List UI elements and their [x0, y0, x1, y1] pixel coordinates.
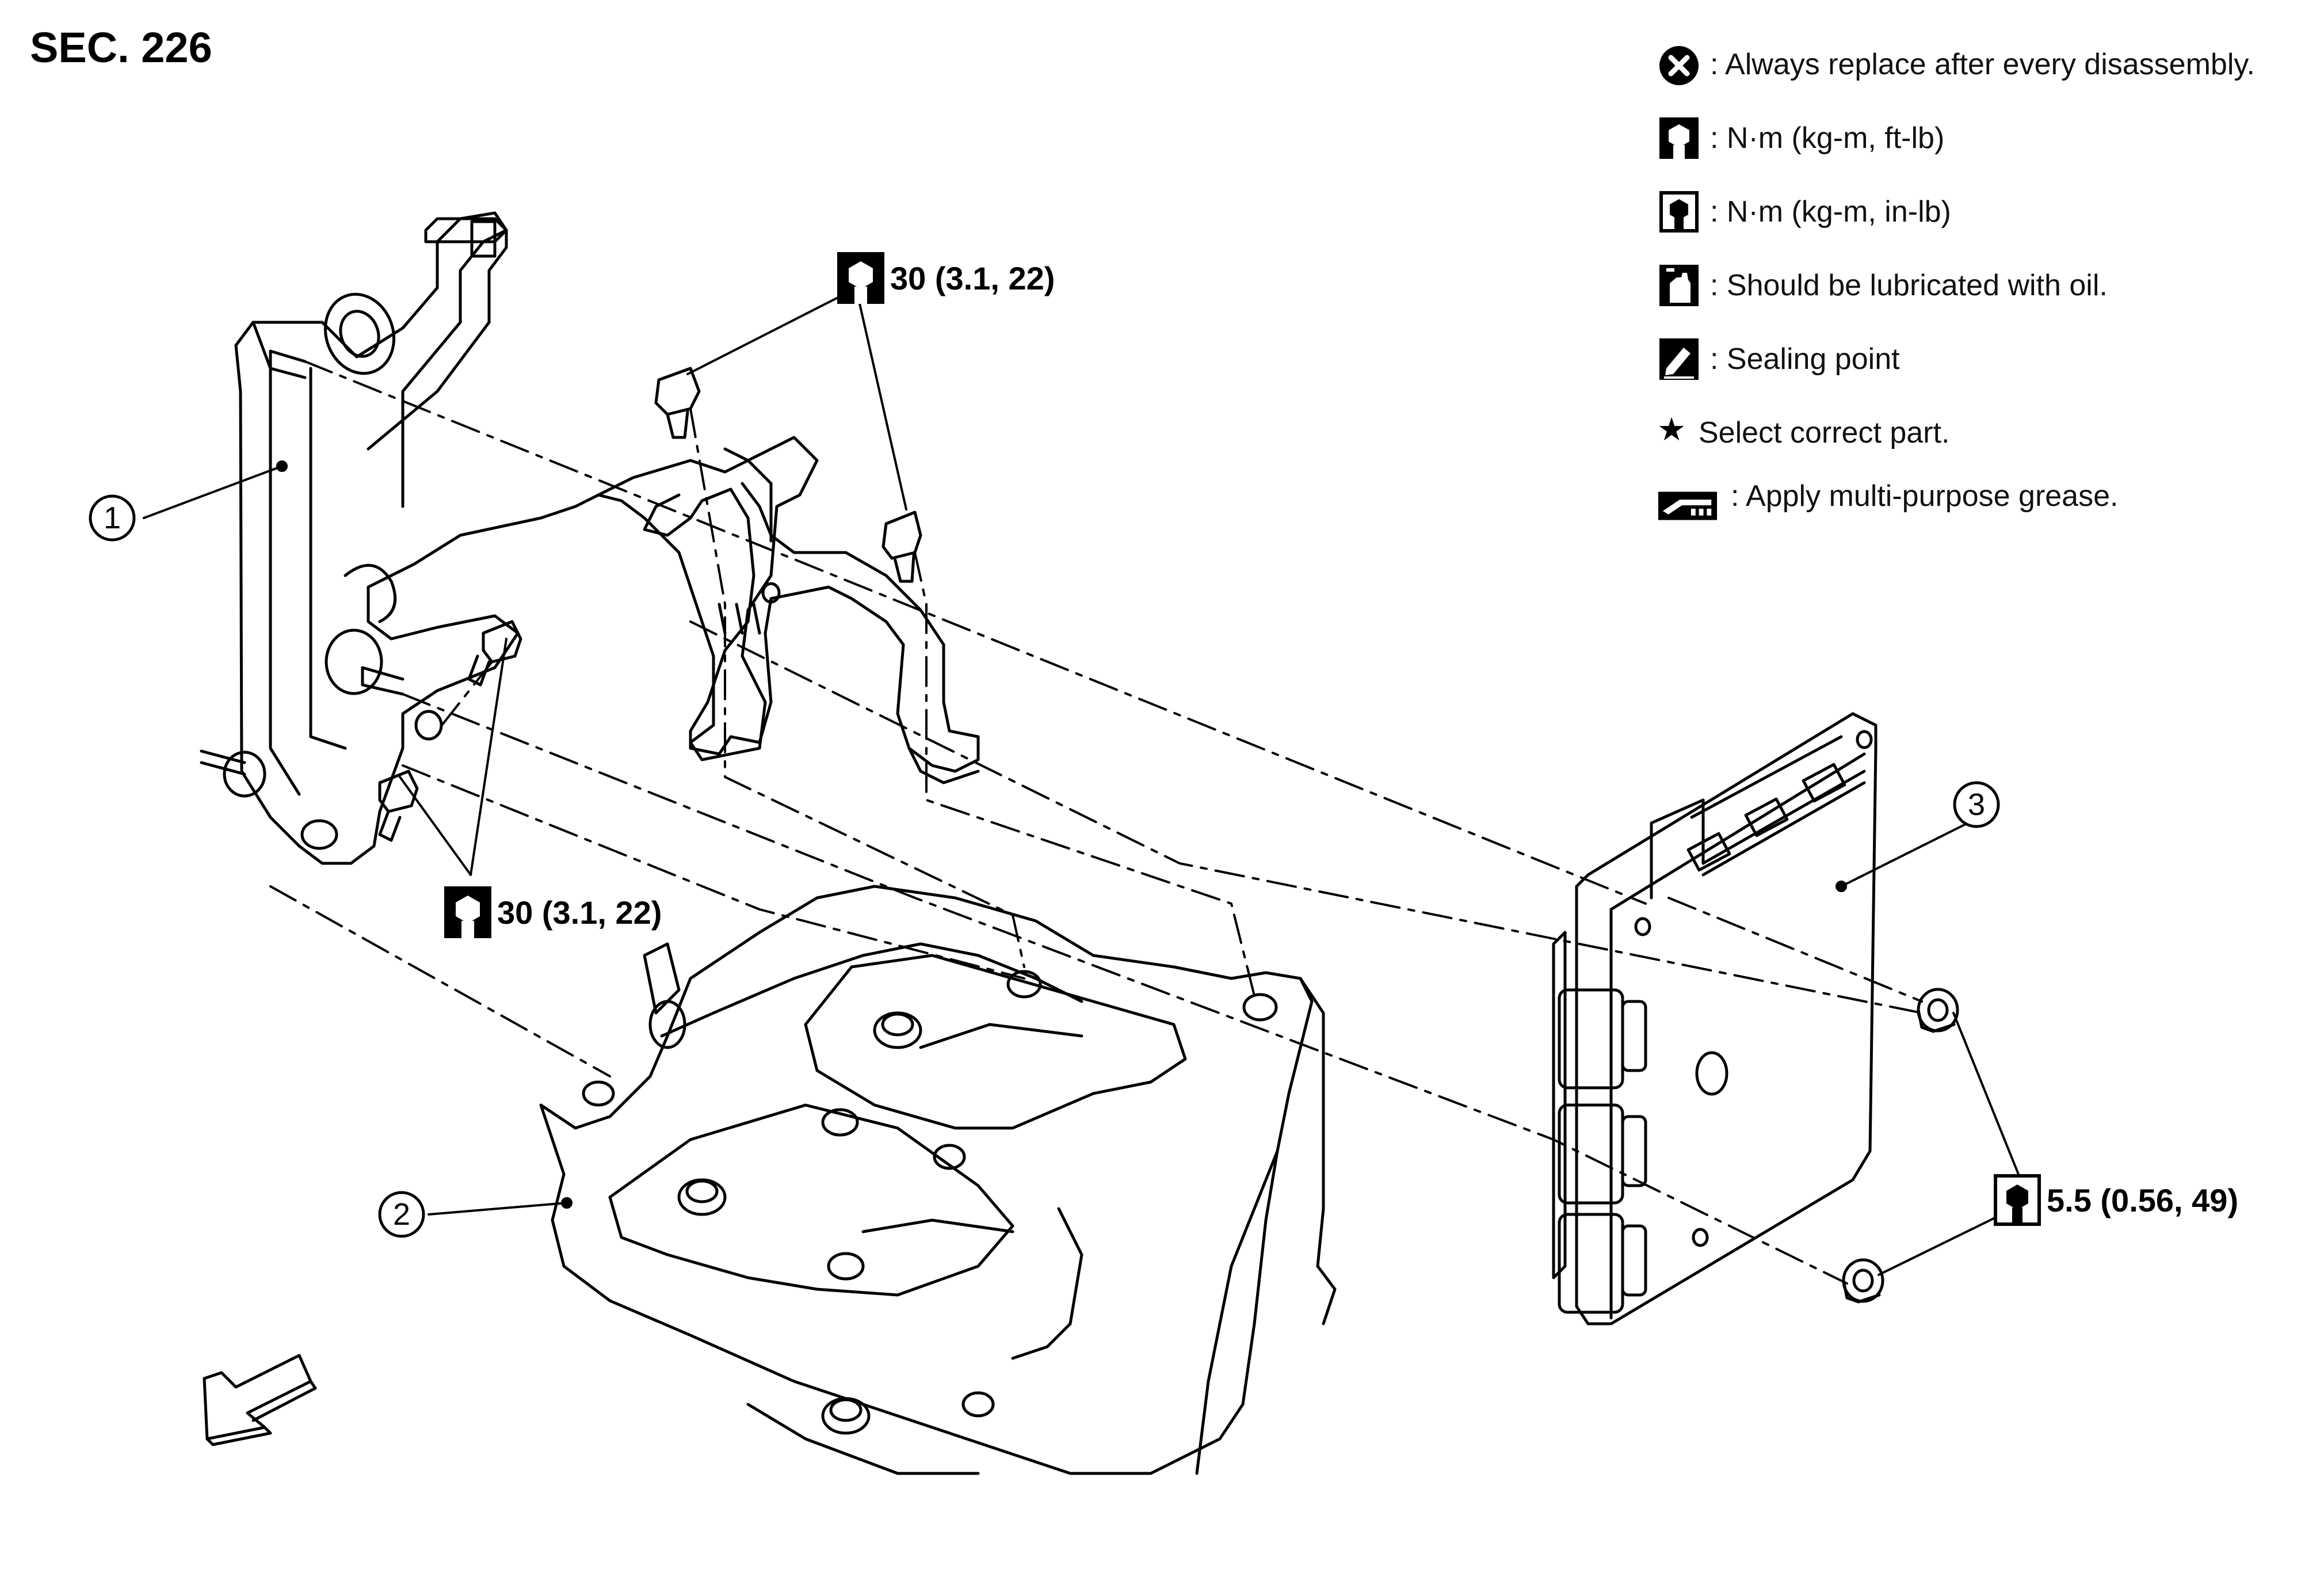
callout-1: 1 — [87, 493, 137, 543]
oil-can-icon — [1659, 265, 1699, 306]
legend-text-torque-inlb: : N·m (kg-m, in-lb) — [1710, 195, 1951, 228]
symbol-legend: : Always replace after every disassembly… — [1657, 41, 2307, 547]
callout-1-label: 1 — [103, 501, 121, 535]
torque-value-lower: 30 (3.1, 22) — [497, 894, 662, 931]
legend-item-torque-inlb: : N·m (kg-m, in-lb) — [1657, 189, 2307, 262]
legend-item-grease: : Apply multi-purpose grease. — [1657, 473, 2307, 547]
ecm-bracket — [200, 211, 819, 865]
upper-bracket — [643, 447, 980, 784]
torque-ftlb-icon — [1659, 117, 1699, 159]
legend-text-torque-ftlb: : N·m (kg-m, ft-lb) — [1710, 121, 1945, 155]
always-replace-icon — [1659, 46, 1699, 85]
torque-inlb-icon — [1994, 1174, 2041, 1226]
torque-value-upper: 30 (3.1, 22) — [890, 260, 1055, 296]
leader-lines — [143, 292, 2027, 1276]
callout-2: 2 — [377, 1190, 426, 1239]
section-label: SEC. 226 — [30, 24, 212, 71]
legend-text-select-part: Select correct part. — [1699, 416, 1950, 450]
torque-spec-ecm: 5.5 (0.56, 49) — [1994, 1174, 2238, 1226]
legend-text-grease: : Apply multi-purpose grease. — [1731, 479, 2119, 513]
legend-text-oil: : Should be lubricated with oil. — [1710, 269, 2108, 302]
legend-item-select-part: ★ Select correct part. — [1657, 410, 2307, 473]
legend-item-oil: : Should be lubricated with oil. — [1657, 262, 2307, 336]
legend-item-torque-ftlb: : N·m (kg-m, ft-lb) — [1657, 115, 2307, 189]
fasteners — [378, 367, 1959, 1304]
mounting-tray — [539, 885, 1337, 1475]
assembly-lines — [269, 360, 1923, 1285]
legend-text-sealing: : Sealing point — [1710, 342, 1900, 376]
grease-icon — [1658, 492, 1718, 520]
callout-2-label: 2 — [392, 1197, 411, 1232]
ecm-unit — [1552, 712, 1877, 1325]
legend-item-always-replace: : Always replace after every disassembly… — [1657, 41, 2307, 115]
torque-value-ecm: 5.5 (0.56, 49) — [2047, 1182, 2239, 1218]
callout-3: 3 — [1952, 780, 2001, 829]
legend-item-sealing: : Sealing point — [1657, 336, 2307, 410]
legend-text-always-replace: : Always replace after every disassembly… — [1710, 48, 2255, 81]
sealing-point-icon — [1659, 338, 1699, 380]
torque-spec-upper: 30 (3.1, 22) — [837, 252, 1055, 304]
torque-ftlb-icon — [837, 252, 884, 304]
torque-ftlb-icon — [444, 886, 491, 938]
callout-3-label: 3 — [1967, 787, 1986, 822]
torque-inlb-icon — [1659, 191, 1699, 233]
front-direction-arrow-icon — [203, 1354, 317, 1446]
star-icon: ★ — [1657, 411, 1686, 447]
torque-spec-lower: 30 (3.1, 22) — [444, 886, 662, 938]
